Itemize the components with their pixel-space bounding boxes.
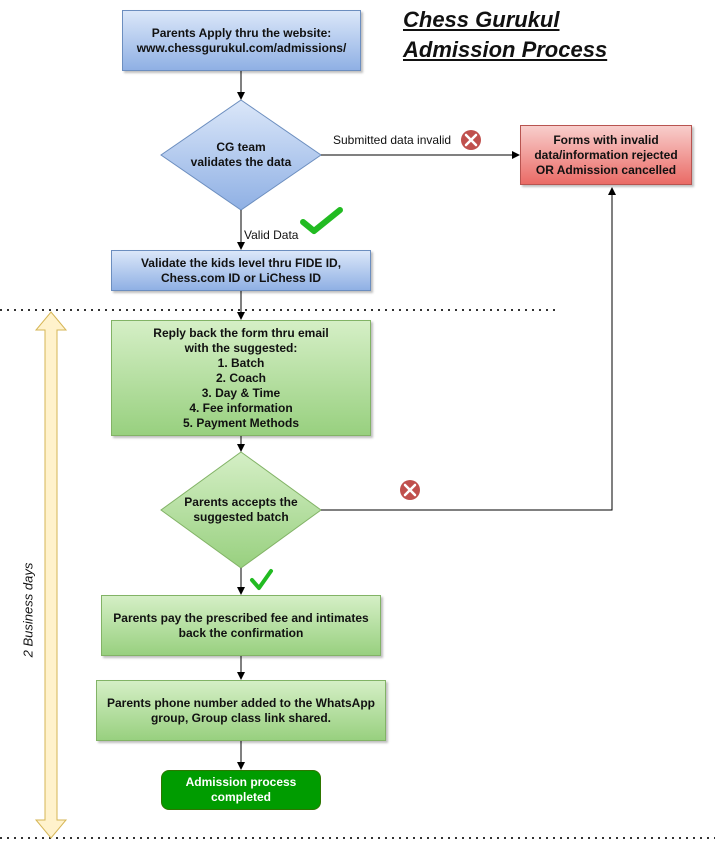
level-check-line1: Validate the kids level thru FIDE ID, <box>140 255 342 270</box>
rejected-line1: Forms with invalid <box>553 132 659 147</box>
reply-item: 1. Batch <box>217 355 265 370</box>
reply-item: 5. Payment Methods <box>182 415 300 430</box>
rejected-line3: OR Admission cancelled <box>535 162 677 177</box>
pay-fee-line2: back the confirmation <box>178 625 304 640</box>
diagram-title-line1: Chess Gurukul <box>403 7 560 32</box>
edge-label-valid: Valid Data <box>244 228 299 242</box>
completed-line1: Admission process <box>185 775 297 789</box>
whatsapp-line1: Parents phone number added to the WhatsA… <box>106 695 375 710</box>
diagram-title-line2: Admission Process <box>403 37 608 62</box>
edge-accept-rejected <box>321 187 616 511</box>
apply-step-url: www.chessgurukul.com/admissions/ <box>136 40 347 55</box>
admission-completed-box: Admission process completed <box>161 770 321 810</box>
apply-step-text: Parents Apply thru the website: <box>151 25 332 40</box>
reply-email-box: Reply back the form thru email with the … <box>111 320 371 436</box>
reply-intro-line2: with the suggested: <box>184 340 298 355</box>
whatsapp-line2: group, Group class link shared. <box>150 710 332 725</box>
apply-step-box: Parents Apply thru the website: www.ches… <box>122 10 361 71</box>
check-mark-icon <box>300 207 343 234</box>
x-circle-icon <box>461 130 481 150</box>
rejected-line2: data/information rejected <box>534 147 678 162</box>
validate-decision-line2: validates the data <box>190 155 292 169</box>
reply-intro-line1: Reply back the form thru email <box>153 325 329 340</box>
timeline-double-arrow <box>34 311 68 839</box>
rejected-step-box: Forms with invalid data/information reje… <box>520 125 692 185</box>
validate-decision-text: CG team validates the data <box>171 135 311 175</box>
level-check-line2: Chess.com ID or LiChess ID <box>160 270 322 285</box>
timeline-label: 2 Business days <box>20 562 36 658</box>
reply-item: 4. Fee information <box>189 400 293 415</box>
x-circle-icon <box>400 480 420 500</box>
completed-line2: completed <box>210 790 271 804</box>
accept-decision-text: Parents accepts the suggested batch <box>171 490 311 530</box>
whatsapp-group-box: Parents phone number added to the WhatsA… <box>96 680 386 741</box>
reply-item: 2. Coach <box>215 370 266 385</box>
level-check-box: Validate the kids level thru FIDE ID, Ch… <box>111 250 371 291</box>
check-mark-icon <box>250 569 273 590</box>
pay-fee-box: Parents pay the prescribed fee and intim… <box>101 595 381 656</box>
pay-fee-line1: Parents pay the prescribed fee and intim… <box>113 610 369 625</box>
accept-decision-line1: Parents accepts the <box>184 495 298 509</box>
validate-decision-line1: CG team <box>216 140 266 154</box>
accept-decision-line2: suggested batch <box>193 510 289 524</box>
reply-item: 3. Day & Time <box>201 385 281 400</box>
edge-label-invalid: Submitted data invalid <box>333 133 452 147</box>
